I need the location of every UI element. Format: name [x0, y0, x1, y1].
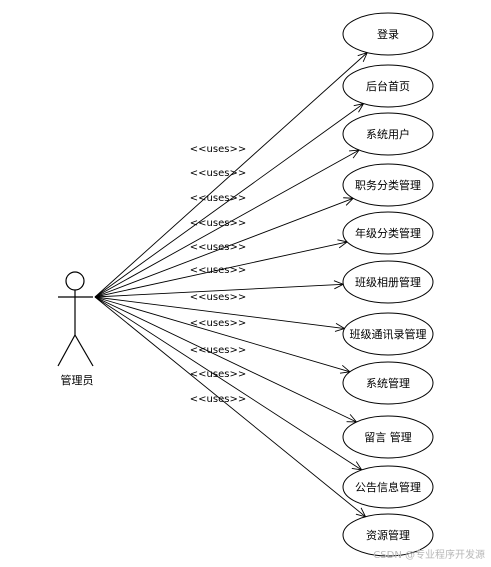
actor-label: 管理员 [61, 373, 94, 387]
use-case-label: 登录 [377, 27, 399, 41]
association-line [94, 149, 360, 298]
association-line [94, 296, 366, 518]
uses-label: <<uses>> [190, 318, 246, 329]
use-case-ellipse [342, 211, 434, 255]
use-case: 系统用户 [342, 112, 434, 156]
association-lines [94, 51, 369, 518]
association-line [94, 296, 362, 471]
uses-label: <<uses>> [190, 292, 246, 303]
use-case: 登录 [342, 12, 434, 56]
uses-label: <<uses>> [190, 193, 246, 204]
use-case-label: 职务分类管理 [355, 178, 421, 192]
use-case-label: 资源管理 [366, 528, 410, 542]
uses-label: <<uses>> [190, 394, 246, 405]
uses-label: <<uses>> [190, 345, 246, 356]
use-case: 职务分类管理 [342, 163, 434, 207]
use-case-label: 班级通讯录管理 [350, 327, 427, 341]
uses-label: <<uses>> [190, 265, 246, 276]
use-case-label: 系统用户 [366, 127, 410, 141]
uses-label: <<uses>> [190, 242, 246, 253]
use-case: 留言 管理 [342, 415, 434, 459]
use-case-label: 班级相册管理 [355, 275, 421, 289]
use-case-label: 后台首页 [366, 79, 410, 93]
use-case: 班级相册管理 [342, 260, 434, 304]
uses-label: <<uses>> [190, 369, 246, 380]
use-cases: 登录后台首页系统用户职务分类管理年级分类管理班级相册管理班级通讯录管理系统管理留… [342, 12, 434, 557]
association-line [94, 296, 345, 329]
use-case-ellipse [342, 260, 434, 304]
actor-head [65, 271, 85, 291]
use-case-ellipse [342, 64, 434, 108]
use-case-ellipse [342, 513, 434, 557]
association-line [94, 103, 364, 298]
use-case: 资源管理 [342, 513, 434, 557]
use-case-label: 留言 管理 [364, 430, 412, 444]
use-case-label: 年级分类管理 [355, 226, 421, 240]
association-line [94, 296, 351, 373]
use-case-label: 系统管理 [366, 376, 410, 390]
watermark: CSDN @专业程序开发源 [373, 550, 485, 561]
actor-left-leg [57, 334, 76, 367]
use-case: 系统管理 [342, 361, 434, 405]
use-case-ellipse [342, 415, 434, 459]
uses-label: <<uses>> [190, 218, 246, 229]
use-case-ellipse [342, 465, 434, 509]
use-case: 年级分类管理 [342, 211, 434, 255]
use-case-ellipse [342, 361, 434, 405]
uses-labels: <<uses>> <<uses>> <<uses>> <<uses>> <<uses>>… [190, 144, 246, 405]
uses-label: <<uses>> [190, 168, 246, 179]
association-line [94, 52, 368, 298]
actor-right-leg [74, 334, 94, 367]
uses-label: <<uses>> [190, 144, 246, 155]
association-line [94, 296, 357, 423]
use-case: 公告信息管理 [342, 465, 434, 509]
actor-figure: 管理员 [57, 271, 94, 387]
association-line [94, 197, 354, 298]
use-case-ellipse [342, 163, 434, 207]
use-case-label: 公告信息管理 [355, 480, 421, 494]
use-case-ellipse [342, 112, 434, 156]
use-case: 后台首页 [342, 64, 434, 108]
use-case: 班级通讯录管理 [342, 312, 434, 356]
use-case-ellipse [342, 12, 434, 56]
association-line [94, 241, 348, 298]
association-line [94, 283, 344, 298]
use-case-ellipse [342, 312, 434, 356]
